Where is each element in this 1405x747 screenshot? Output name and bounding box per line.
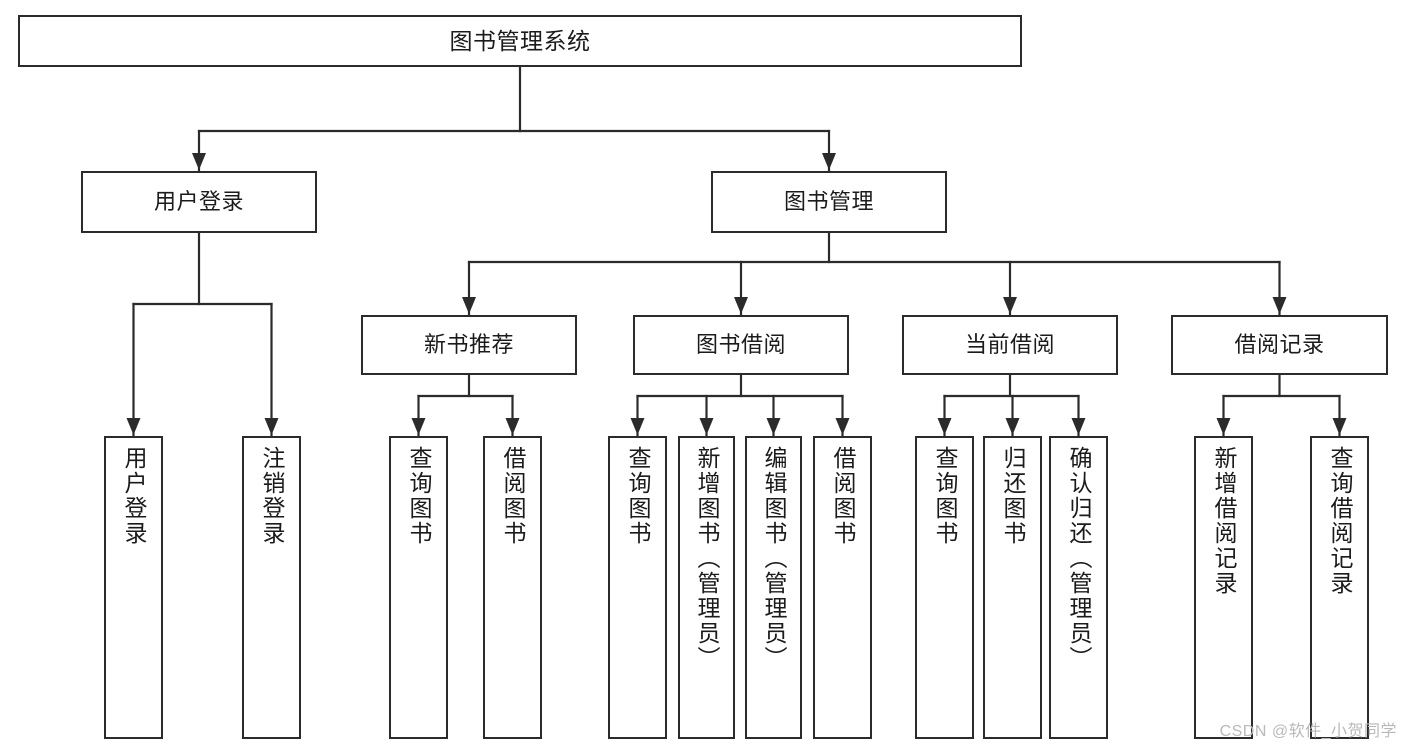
node-leaf-user-login-label: 用户登录 [121,446,147,546]
node-user-login-label: 用户登录 [153,189,244,215]
node-leaf-query-book-1[interactable]: 查询图书 [389,436,448,739]
node-leaf-user-logout[interactable]: 注销登录 [242,436,301,739]
node-leaf-query-book-1-label: 查询图书 [406,446,432,546]
node-leaf-user-logout-label: 注销登录 [259,446,285,546]
node-leaf-borrow-book-2[interactable]: 借阅图书 [813,436,872,739]
node-book-borrow[interactable]: 图书借阅 [633,315,849,375]
node-new-book-recommend[interactable]: 新书推荐 [361,315,577,375]
node-user-login[interactable]: 用户登录 [81,171,317,233]
node-leaf-query-book-2-label: 查询图书 [625,446,651,546]
node-leaf-borrow-book-1-label: 借阅图书 [500,446,526,546]
node-root-label: 图书管理系统 [449,27,591,54]
node-leaf-add-record[interactable]: 新增借阅记录 [1194,436,1253,739]
node-leaf-query-book-3[interactable]: 查询图书 [915,436,974,739]
node-root[interactable]: 图书管理系统 [18,15,1022,67]
node-leaf-add-book[interactable]: 新增图书（管理员） [678,436,735,739]
node-leaf-query-record-label: 查询借阅记录 [1327,446,1353,596]
node-book-borrow-label: 图书借阅 [695,332,786,358]
node-leaf-edit-book-label: 编辑图书（管理员） [761,446,787,671]
node-leaf-query-book-3-label: 查询图书 [932,446,958,546]
node-leaf-query-record[interactable]: 查询借阅记录 [1310,436,1369,739]
node-current-borrow-label: 当前借阅 [964,332,1055,358]
node-book-manage-label: 图书管理 [783,189,874,215]
node-book-manage[interactable]: 图书管理 [711,171,947,233]
node-leaf-borrow-book-1[interactable]: 借阅图书 [483,436,542,739]
node-leaf-return-book-label: 归还图书 [1000,446,1026,546]
node-leaf-confirm-return[interactable]: 确认归还（管理员） [1049,436,1108,739]
node-leaf-edit-book[interactable]: 编辑图书（管理员） [745,436,802,739]
node-leaf-add-book-label: 新增图书（管理员） [694,446,720,671]
node-leaf-borrow-book-2-label: 借阅图书 [830,446,856,546]
node-current-borrow[interactable]: 当前借阅 [902,315,1118,375]
node-borrow-record-label: 借阅记录 [1234,332,1325,358]
node-borrow-record[interactable]: 借阅记录 [1171,315,1388,375]
node-leaf-user-login[interactable]: 用户登录 [104,436,163,739]
node-new-book-recommend-label: 新书推荐 [423,332,514,358]
watermark-text: CSDN @软件_小贺同学 [1219,723,1397,740]
node-leaf-add-record-label: 新增借阅记录 [1211,446,1237,596]
node-leaf-return-book[interactable]: 归还图书 [983,436,1042,739]
node-leaf-query-book-2[interactable]: 查询图书 [608,436,667,739]
node-leaf-confirm-return-label: 确认归还（管理员） [1066,446,1092,671]
